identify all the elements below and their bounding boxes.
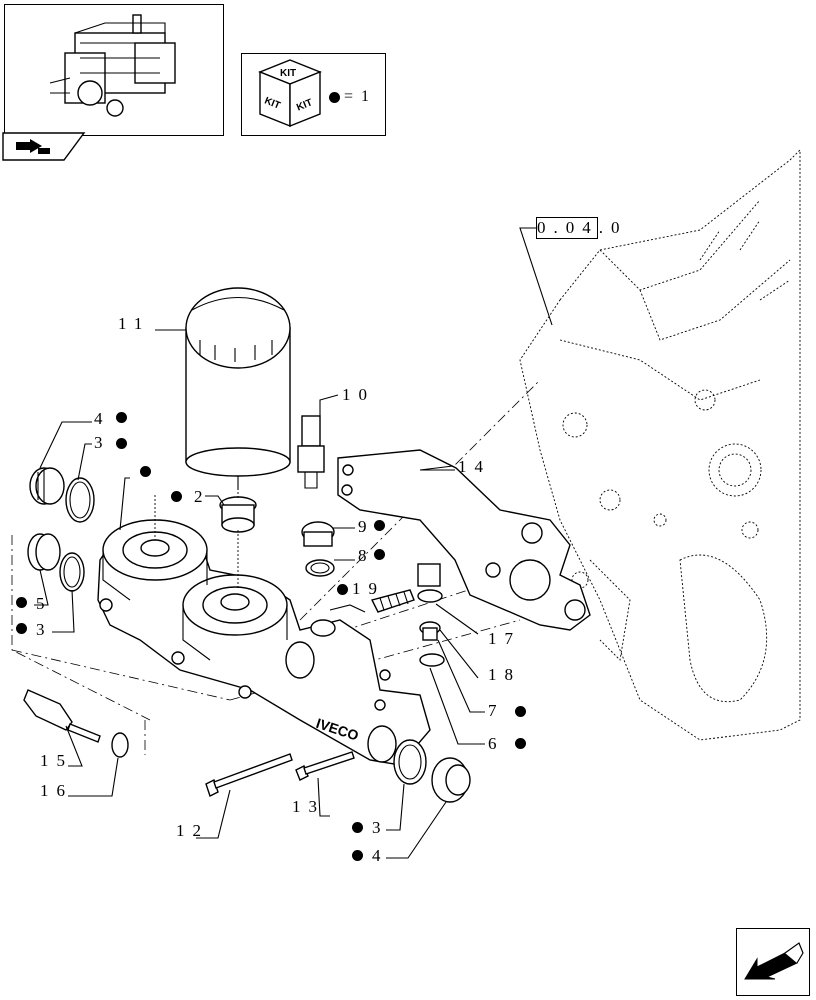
plug-5-left[interactable] [27, 533, 61, 571]
ring-6-part[interactable] [419, 653, 445, 667]
engine-block-outline [519, 148, 801, 741]
engine-thumbnail-frame[interactable] [4, 4, 224, 136]
kit-dot-2 [171, 491, 182, 502]
kit-dot-3-bottom [352, 822, 363, 833]
callout-13: 13 [292, 797, 325, 816]
next-page-icon [744, 942, 804, 980]
callout-12: 12 [176, 821, 209, 840]
plug-9-part[interactable] [301, 521, 335, 547]
callout-14: 14 [458, 457, 491, 476]
bolt-12-part[interactable] [205, 753, 293, 797]
callout-11: 11 [118, 314, 151, 333]
oil-filter-part[interactable] [185, 287, 291, 490]
kit-dot-8 [374, 549, 385, 560]
ring-16-part[interactable] [111, 732, 129, 758]
temp-sensor-15-part[interactable] [23, 689, 101, 743]
prev-page-tab[interactable] [2, 132, 86, 162]
callout-10: 10 [342, 385, 375, 404]
reference-code-frame[interactable] [536, 217, 598, 239]
callout-5: 5 [36, 594, 53, 613]
plug-4-upper[interactable] [29, 467, 65, 505]
kit-dot-4-bottom [352, 850, 363, 861]
reference-code[interactable]: 0.04.0 [537, 218, 628, 237]
kit-dot-4-upper [116, 412, 127, 423]
callout-15: 15 [40, 751, 73, 770]
plug-18-part[interactable] [419, 621, 441, 641]
callout-3-upper: 3 [94, 433, 111, 452]
spring-19-part[interactable] [370, 589, 415, 613]
gasket-part[interactable] [337, 449, 591, 631]
next-page-button[interactable] [736, 928, 810, 996]
callout-19: 19 [352, 579, 385, 598]
callout-7: 7 [488, 701, 505, 720]
sensor-17-part[interactable] [417, 563, 479, 635]
callout-9: 9 [358, 517, 375, 536]
ring-8-part[interactable] [305, 559, 335, 577]
kit-dot-9 [374, 520, 385, 531]
kit-cube-icon: KIT KIT KIT [258, 59, 322, 128]
plug-4-bottom[interactable] [431, 757, 471, 803]
kit-dot-5 [16, 597, 27, 608]
callout-4-bottom: 4 [372, 846, 389, 865]
kit-dot-3-left [16, 623, 27, 634]
callout-16: 16 [40, 781, 73, 800]
ring-3-left[interactable] [59, 552, 85, 592]
callout-2: 2 [194, 487, 211, 506]
kit-dot-7 [515, 706, 526, 717]
kit-dot-housing [140, 466, 151, 477]
callout-3-bottom: 3 [372, 818, 389, 837]
kit-dot-3-upper [116, 438, 127, 449]
bolt-13-part[interactable] [295, 751, 355, 781]
callout-8: 8 [358, 546, 375, 565]
ring-3-upper[interactable] [65, 477, 95, 523]
kit-dot-marker [329, 92, 340, 103]
callout-18: 18 [488, 665, 521, 684]
callout-4-upper: 4 [94, 409, 111, 428]
kit-equals-text: = 1 [344, 88, 372, 105]
engine-thumbnail-icon [49, 14, 176, 117]
kit-dot-19 [337, 584, 348, 595]
prev-page-icon [2, 132, 86, 161]
nipple-2-part[interactable] [219, 496, 257, 533]
kit-top-label: KIT [280, 68, 296, 79]
ring-3-bottom[interactable] [393, 739, 427, 785]
kit-legend-box: KIT KIT KIT [241, 53, 386, 136]
kit-dot-6 [515, 738, 526, 749]
filter-housing-part[interactable]: IVECO [97, 519, 431, 766]
pressure-sensor-part[interactable] [297, 394, 339, 489]
callout-3-left: 3 [36, 620, 53, 639]
callout-17: 17 [488, 629, 521, 648]
callout-6: 6 [488, 734, 505, 753]
